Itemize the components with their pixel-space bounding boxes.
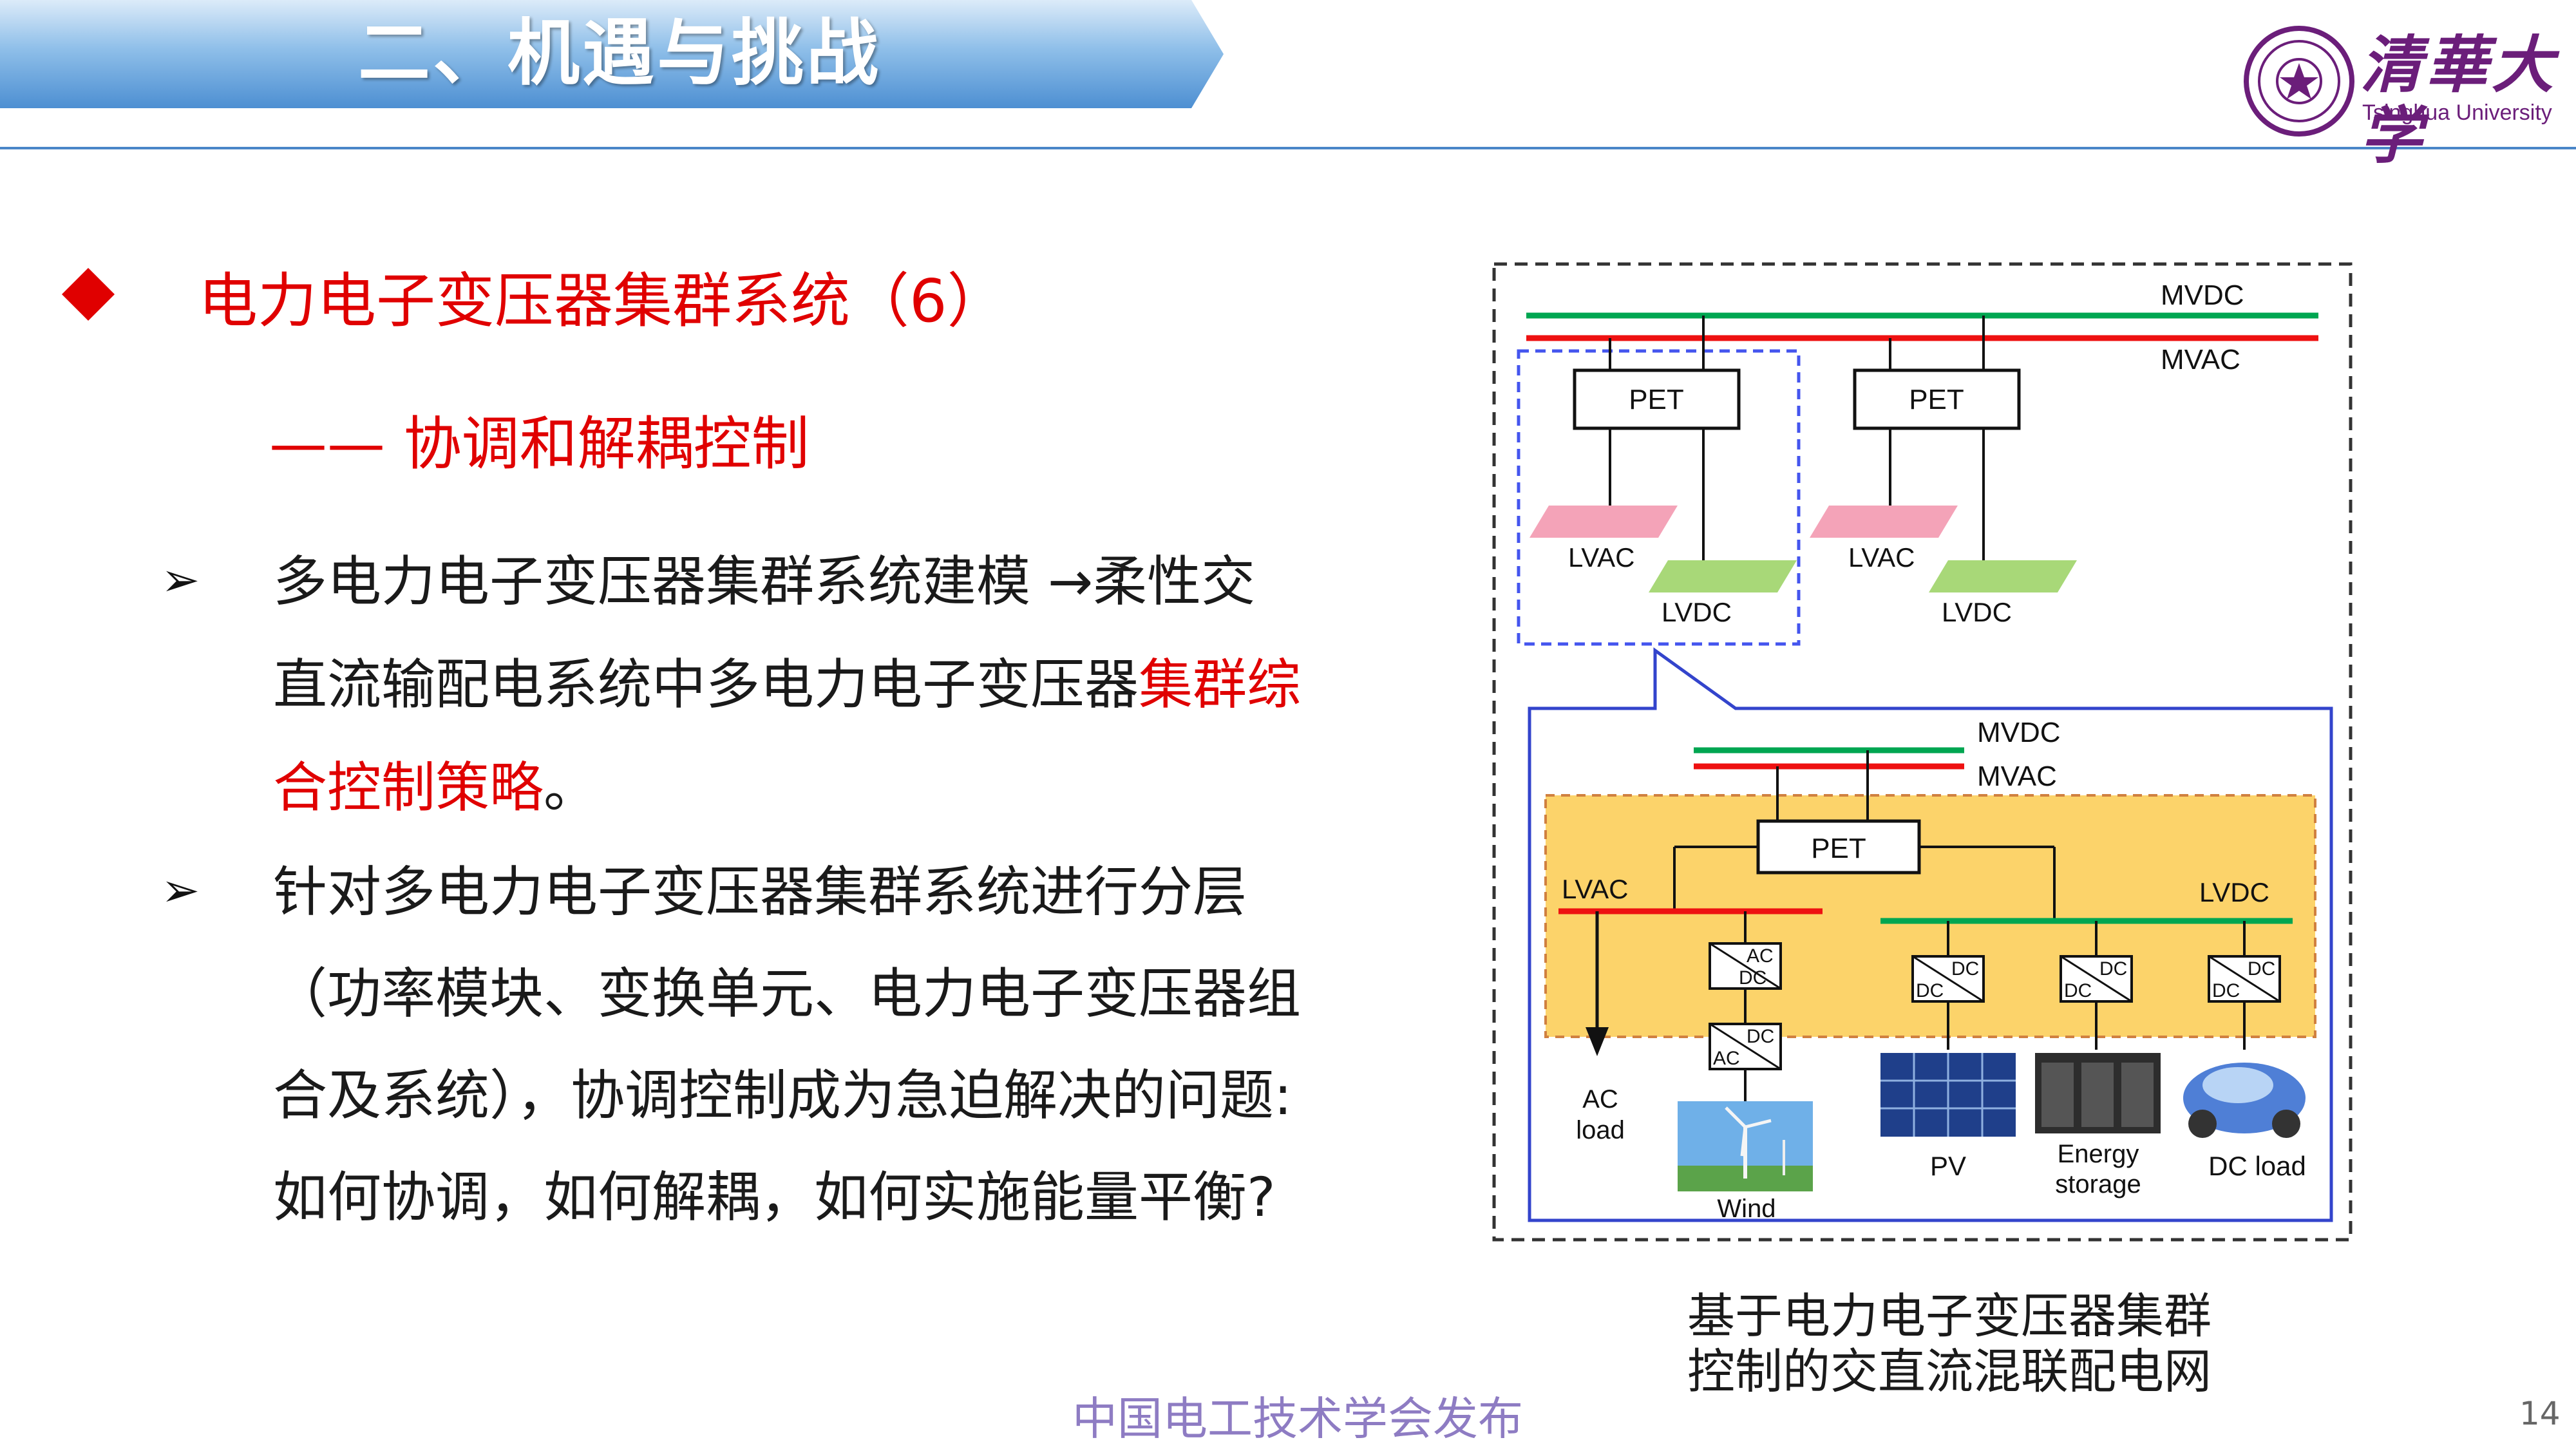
top-mvdc-label: MVDC (2161, 279, 2244, 311)
detail-mvdc-label: MVDC (1977, 717, 2061, 748)
detail-frame (1528, 647, 2333, 1222)
ac-load-label-1: AC (1582, 1085, 1618, 1113)
section-heading: 电力电子变压器集群系统（6） (198, 267, 1007, 336)
detail-lvdc-label: LVDC (2199, 877, 2269, 907)
electric-vehicle-icon (2183, 1063, 2306, 1138)
arrow-bullet-icon: ➢ (161, 553, 200, 607)
svg-text:DC: DC (1739, 967, 1766, 989)
lvdc-label-2: LVDC (1942, 597, 2012, 627)
detail-lvac-label: LVAC (1562, 874, 1628, 904)
dc-load-label: DC load (2208, 1151, 2306, 1181)
footer-publisher: 中国电工技术学会发布 (1072, 1392, 1523, 1445)
bullet-1-line-1: 多电力电子变压器集群系统建模 →柔性交 (273, 550, 1256, 613)
energy-storage-icon (2035, 1053, 2161, 1133)
bullet-2-line-1: 针对多电力电子变压器集群系统进行分层 (273, 860, 1247, 923)
svg-text:AC: AC (1747, 945, 1774, 967)
lvdc-label-1: LVDC (1662, 597, 1732, 627)
svg-text:DC: DC (2248, 958, 2275, 980)
zoom-source-box (1517, 349, 1801, 646)
header-divider (0, 147, 2576, 149)
university-logo (2244, 26, 2354, 137)
pet-detail-box (1756, 819, 1921, 875)
section-subheading: —— 协调和解耦控制 (269, 410, 810, 478)
bullet-1-line-2: 直流输配电系统中多电力电子变压器集群综 (273, 653, 1302, 716)
bullet-2-line-2: （功率模块、变换单元、电力电子变压器组 (273, 962, 1302, 1025)
svg-text:DC: DC (2099, 958, 2127, 980)
bullet-1-line-3: 合控制策略。 (273, 756, 598, 819)
energy-storage-label-2: storage (2055, 1170, 2141, 1198)
lvac-label-2: LVAC (1848, 542, 1915, 573)
pet-box-2 (1853, 368, 2021, 430)
svg-text:AC: AC (1713, 1048, 1740, 1069)
pet-box-1 (1573, 368, 1741, 430)
bullet-2-line-3: 合及系统），协调控制成为急迫解决的问题: (273, 1064, 1293, 1127)
lvdc-plane-2 (1929, 560, 2077, 592)
arrow-bullet-icon: ➢ (161, 863, 200, 917)
pv-panel-icon (1880, 1053, 2016, 1137)
svg-text:DC: DC (1951, 958, 1979, 980)
svg-text:DC: DC (1916, 980, 1944, 1001)
energy-storage-label-1: Energy (2058, 1140, 2139, 1168)
svg-text:DC: DC (1747, 1026, 1774, 1047)
logo-name-en: Tsinghua University (2362, 100, 2552, 125)
lvac-plane-1 (1530, 506, 1678, 538)
lvdc-plane-1 (1649, 560, 1797, 592)
pet-detail-label: PET (1811, 833, 1866, 864)
lvac-label-1: LVAC (1568, 542, 1634, 573)
page-number: 14 (2519, 1395, 2561, 1432)
bullet-2-line-4: 如何协调，如何解耦，如何实施能量平衡? (273, 1166, 1276, 1229)
diamond-bullet-icon (61, 267, 115, 321)
diagram-caption-line-2: 控制的交直流混联配电网 (1687, 1344, 2211, 1399)
svg-text:DC: DC (2212, 980, 2240, 1001)
logo-name-cn: 清華大学 (2360, 28, 2557, 172)
wind-label: Wind (1717, 1195, 1776, 1223)
ac-load-arrow-icon (1586, 1027, 1609, 1056)
pet-label-1: PET (1629, 384, 1684, 415)
page-title: 二、机遇与挑战 (358, 12, 881, 95)
title-banner (0, 0, 1224, 108)
ac-load-label-2: load (1576, 1116, 1625, 1144)
outer-frame (1492, 262, 2353, 1242)
pet-label-2: PET (1909, 384, 1964, 415)
svg-text:DC: DC (2064, 980, 2092, 1001)
wind-turbine-icon (1678, 1101, 1813, 1191)
diagram-caption-line-1: 基于电力电子变压器集群 (1687, 1289, 2211, 1344)
detail-mvac-label: MVAC (1977, 761, 2057, 792)
pv-label: PV (1930, 1151, 1966, 1181)
hybrid-grid-diagram: MVDC MVAC PET LVAC LVDC PET LVAC LVDC MV… (1492, 262, 2353, 1242)
top-mvac-label: MVAC (2161, 344, 2240, 375)
lvac-plane-2 (1810, 506, 1958, 538)
